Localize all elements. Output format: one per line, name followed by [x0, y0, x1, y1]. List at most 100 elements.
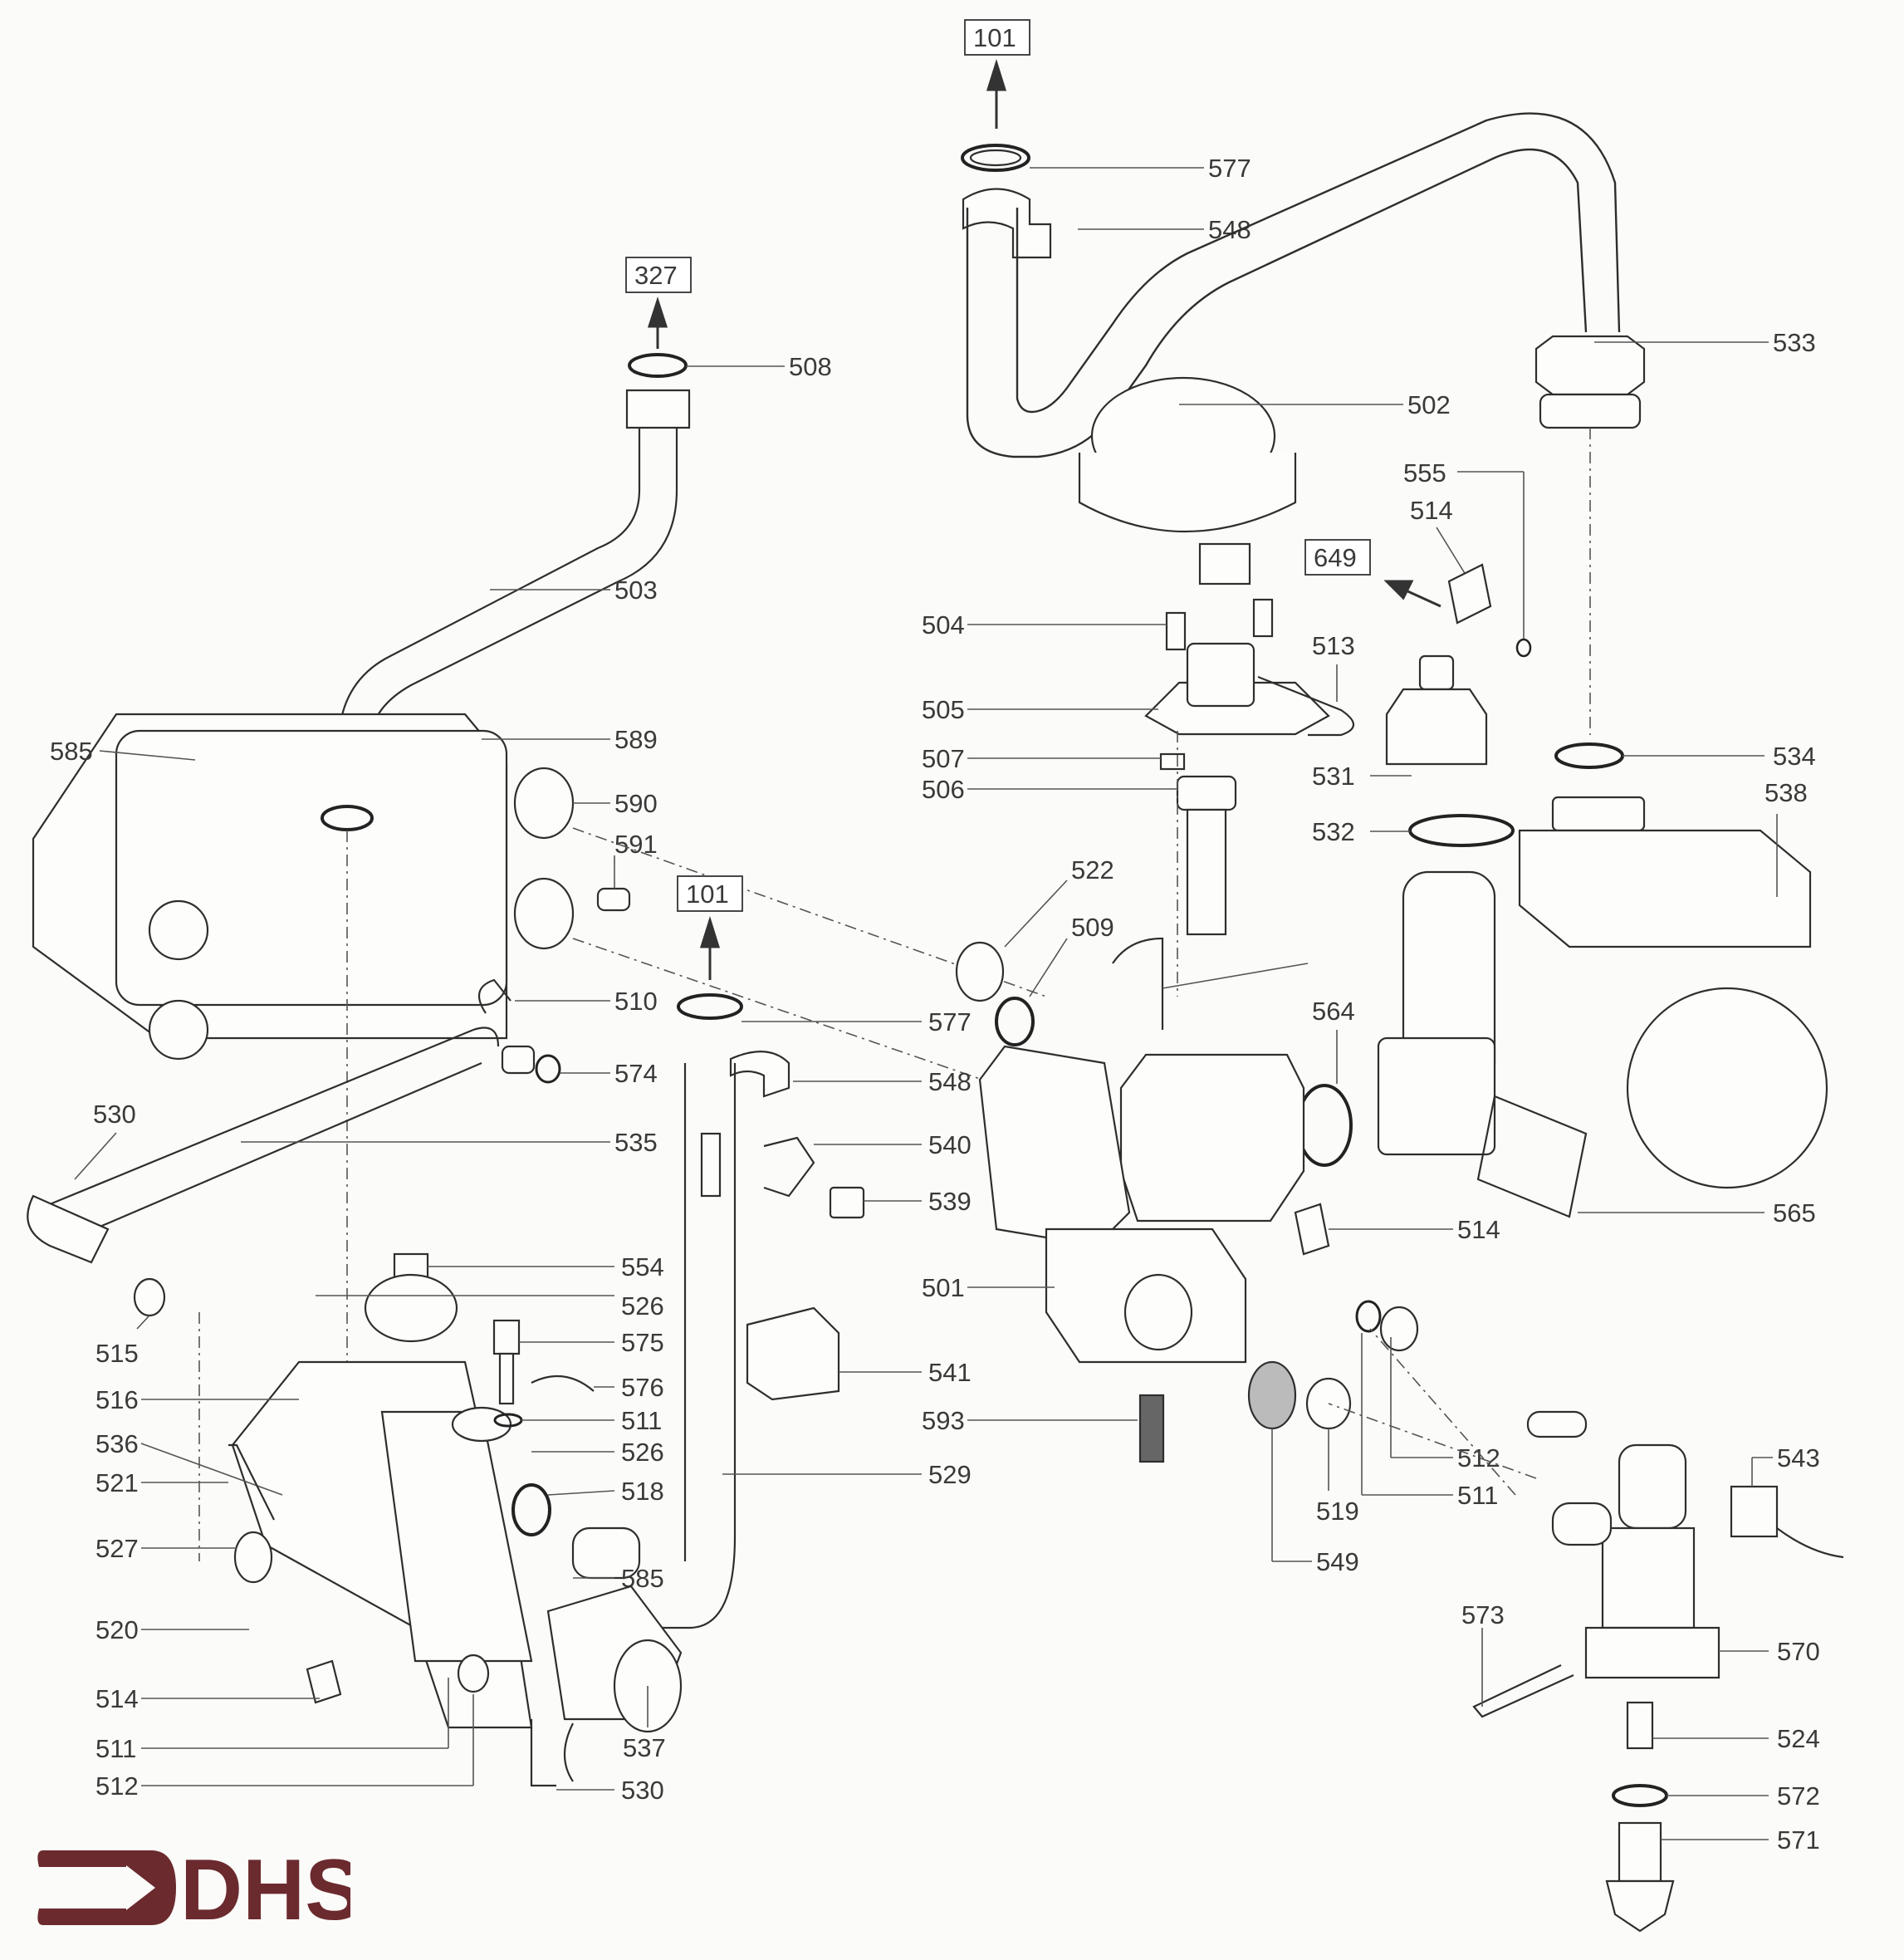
part-574-fitting[interactable] — [501, 1045, 561, 1084]
label-548-mid: 548 — [928, 1067, 972, 1096]
part-576-clip[interactable] — [531, 1374, 595, 1392]
reference-box-327[interactable]: 327 — [625, 257, 692, 293]
part-548-clip-top[interactable] — [962, 188, 1052, 259]
label-522: 522 — [1071, 855, 1114, 884]
part-515-fitting[interactable] — [133, 1277, 166, 1317]
label-511-top-left: 511 — [621, 1406, 662, 1435]
part-593-filter[interactable] — [1138, 1394, 1165, 1463]
part-511-oring-right[interactable] — [1355, 1300, 1382, 1333]
reference-box-101-mid[interactable]: 101 — [677, 875, 743, 912]
part-529-pipe[interactable] — [656, 1063, 737, 1629]
part-564-oring[interactable] — [1296, 1084, 1353, 1167]
part-541-switch[interactable] — [746, 1306, 840, 1401]
label-513: 513 — [1312, 631, 1355, 660]
part-510-clip-right[interactable] — [1112, 937, 1164, 1030]
part-548-clip-mid[interactable] — [729, 1051, 790, 1098]
label-575: 575 — [621, 1328, 664, 1357]
part-533-nut[interactable] — [1534, 335, 1646, 429]
part-514-clip-top[interactable] — [1447, 563, 1492, 625]
label-526-mid: 526 — [621, 1438, 664, 1467]
part-505-housing[interactable] — [1144, 642, 1355, 737]
label-549: 549 — [1316, 1547, 1359, 1576]
label-530-bottom: 530 — [621, 1776, 664, 1805]
label-541: 541 — [928, 1358, 972, 1387]
label-590: 590 — [614, 789, 658, 818]
label-572: 572 — [1777, 1781, 1820, 1811]
part-509-oring[interactable] — [995, 997, 1035, 1046]
label-514-left: 514 — [95, 1684, 139, 1713]
part-530-clip-bottom[interactable] — [530, 1719, 574, 1787]
part-516-left-valve-body[interactable] — [231, 1360, 533, 1729]
svg-text:327: 327 — [634, 261, 678, 290]
label-564: 564 — [1312, 997, 1355, 1026]
part-571-cartridge[interactable] — [1605, 1821, 1675, 1933]
part-534-oring[interactable] — [1554, 742, 1624, 769]
part-539-sensor[interactable] — [829, 1186, 865, 1219]
label-530-top: 530 — [93, 1100, 136, 1129]
part-554-pressure-sensor[interactable] — [364, 1252, 458, 1343]
part-575-temp-sensor[interactable] — [492, 1319, 521, 1405]
part-543-connector[interactable] — [1730, 1485, 1844, 1559]
part-577-oring-mid[interactable] — [677, 993, 743, 1020]
part-521-clip[interactable] — [228, 1443, 275, 1521]
label-511-right: 511 — [1457, 1481, 1498, 1510]
label-512-left: 512 — [95, 1771, 139, 1801]
part-522-plug[interactable] — [955, 941, 1005, 1002]
part-538-pump[interactable] — [1377, 796, 1828, 1189]
label-508: 508 — [789, 352, 832, 381]
reference-box-649[interactable]: 649 — [1304, 539, 1371, 576]
part-514-clip-right[interactable] — [1294, 1203, 1330, 1256]
part-570-diverter[interactable] — [1526, 1410, 1720, 1679]
part-507-nut[interactable] — [1159, 752, 1186, 771]
label-532: 532 — [1312, 817, 1355, 846]
label-524: 524 — [1777, 1724, 1820, 1753]
part-572-oring[interactable] — [1612, 1784, 1668, 1807]
part-504-screws[interactable] — [1165, 598, 1274, 651]
part-510-clip-left[interactable] — [477, 978, 511, 1014]
part-518-oring[interactable] — [511, 1483, 551, 1536]
label-573: 573 — [1461, 1600, 1505, 1629]
part-549-filter[interactable] — [1247, 1360, 1297, 1430]
part-565-gasket[interactable] — [1476, 1095, 1588, 1218]
part-508-oring[interactable] — [628, 353, 688, 378]
label-518: 518 — [621, 1477, 664, 1506]
label-512-right: 512 — [1457, 1443, 1500, 1472]
part-506-cartridge[interactable] — [1176, 775, 1237, 936]
part-540-clip[interactable] — [763, 1136, 815, 1198]
arrow-up-icon — [986, 58, 1007, 129]
part-512-plug-right[interactable] — [1379, 1306, 1419, 1352]
part-524-insert[interactable] — [1626, 1701, 1654, 1750]
part-573-clip[interactable] — [1472, 1664, 1574, 1718]
label-536: 536 — [95, 1429, 139, 1458]
part-527-plug[interactable] — [233, 1531, 273, 1584]
part-577-oring-top[interactable] — [961, 144, 1030, 172]
part-590-seals[interactable] — [513, 767, 575, 950]
part-501-valve-body[interactable] — [978, 1045, 1305, 1364]
label-571: 571 — [1777, 1825, 1820, 1855]
label-509: 509 — [1071, 913, 1114, 942]
label-554: 554 — [621, 1252, 664, 1281]
part-502-valve-motor[interactable] — [1078, 376, 1297, 586]
label-519: 519 — [1316, 1497, 1359, 1526]
label-543: 543 — [1777, 1443, 1820, 1472]
reference-box-101-top[interactable]: 101 — [964, 19, 1030, 56]
part-pipe-top[interactable] — [966, 112, 1621, 458]
label-520: 520 — [95, 1615, 139, 1644]
part-532-oring[interactable] — [1408, 814, 1515, 847]
label-539: 539 — [928, 1187, 972, 1216]
label-570: 570 — [1777, 1637, 1820, 1666]
label-510-left: 510 — [614, 987, 658, 1016]
part-591-screw[interactable] — [596, 887, 631, 912]
part-537-filter-cap[interactable] — [546, 1585, 683, 1733]
label-511-left: 511 — [95, 1734, 136, 1763]
part-531-air-vent[interactable] — [1385, 654, 1488, 766]
part-585-heat-exchanger[interactable] — [32, 713, 508, 1061]
label-574: 574 — [614, 1059, 658, 1088]
part-514-clip-left[interactable] — [306, 1659, 342, 1704]
part-535-pipe[interactable] — [27, 1027, 500, 1264]
arrow-up-icon — [647, 296, 668, 349]
brand-logo: DHS — [35, 1842, 363, 1938]
part-512-plug-left[interactable] — [457, 1654, 490, 1693]
arrow-logo-icon — [37, 1850, 177, 1925]
